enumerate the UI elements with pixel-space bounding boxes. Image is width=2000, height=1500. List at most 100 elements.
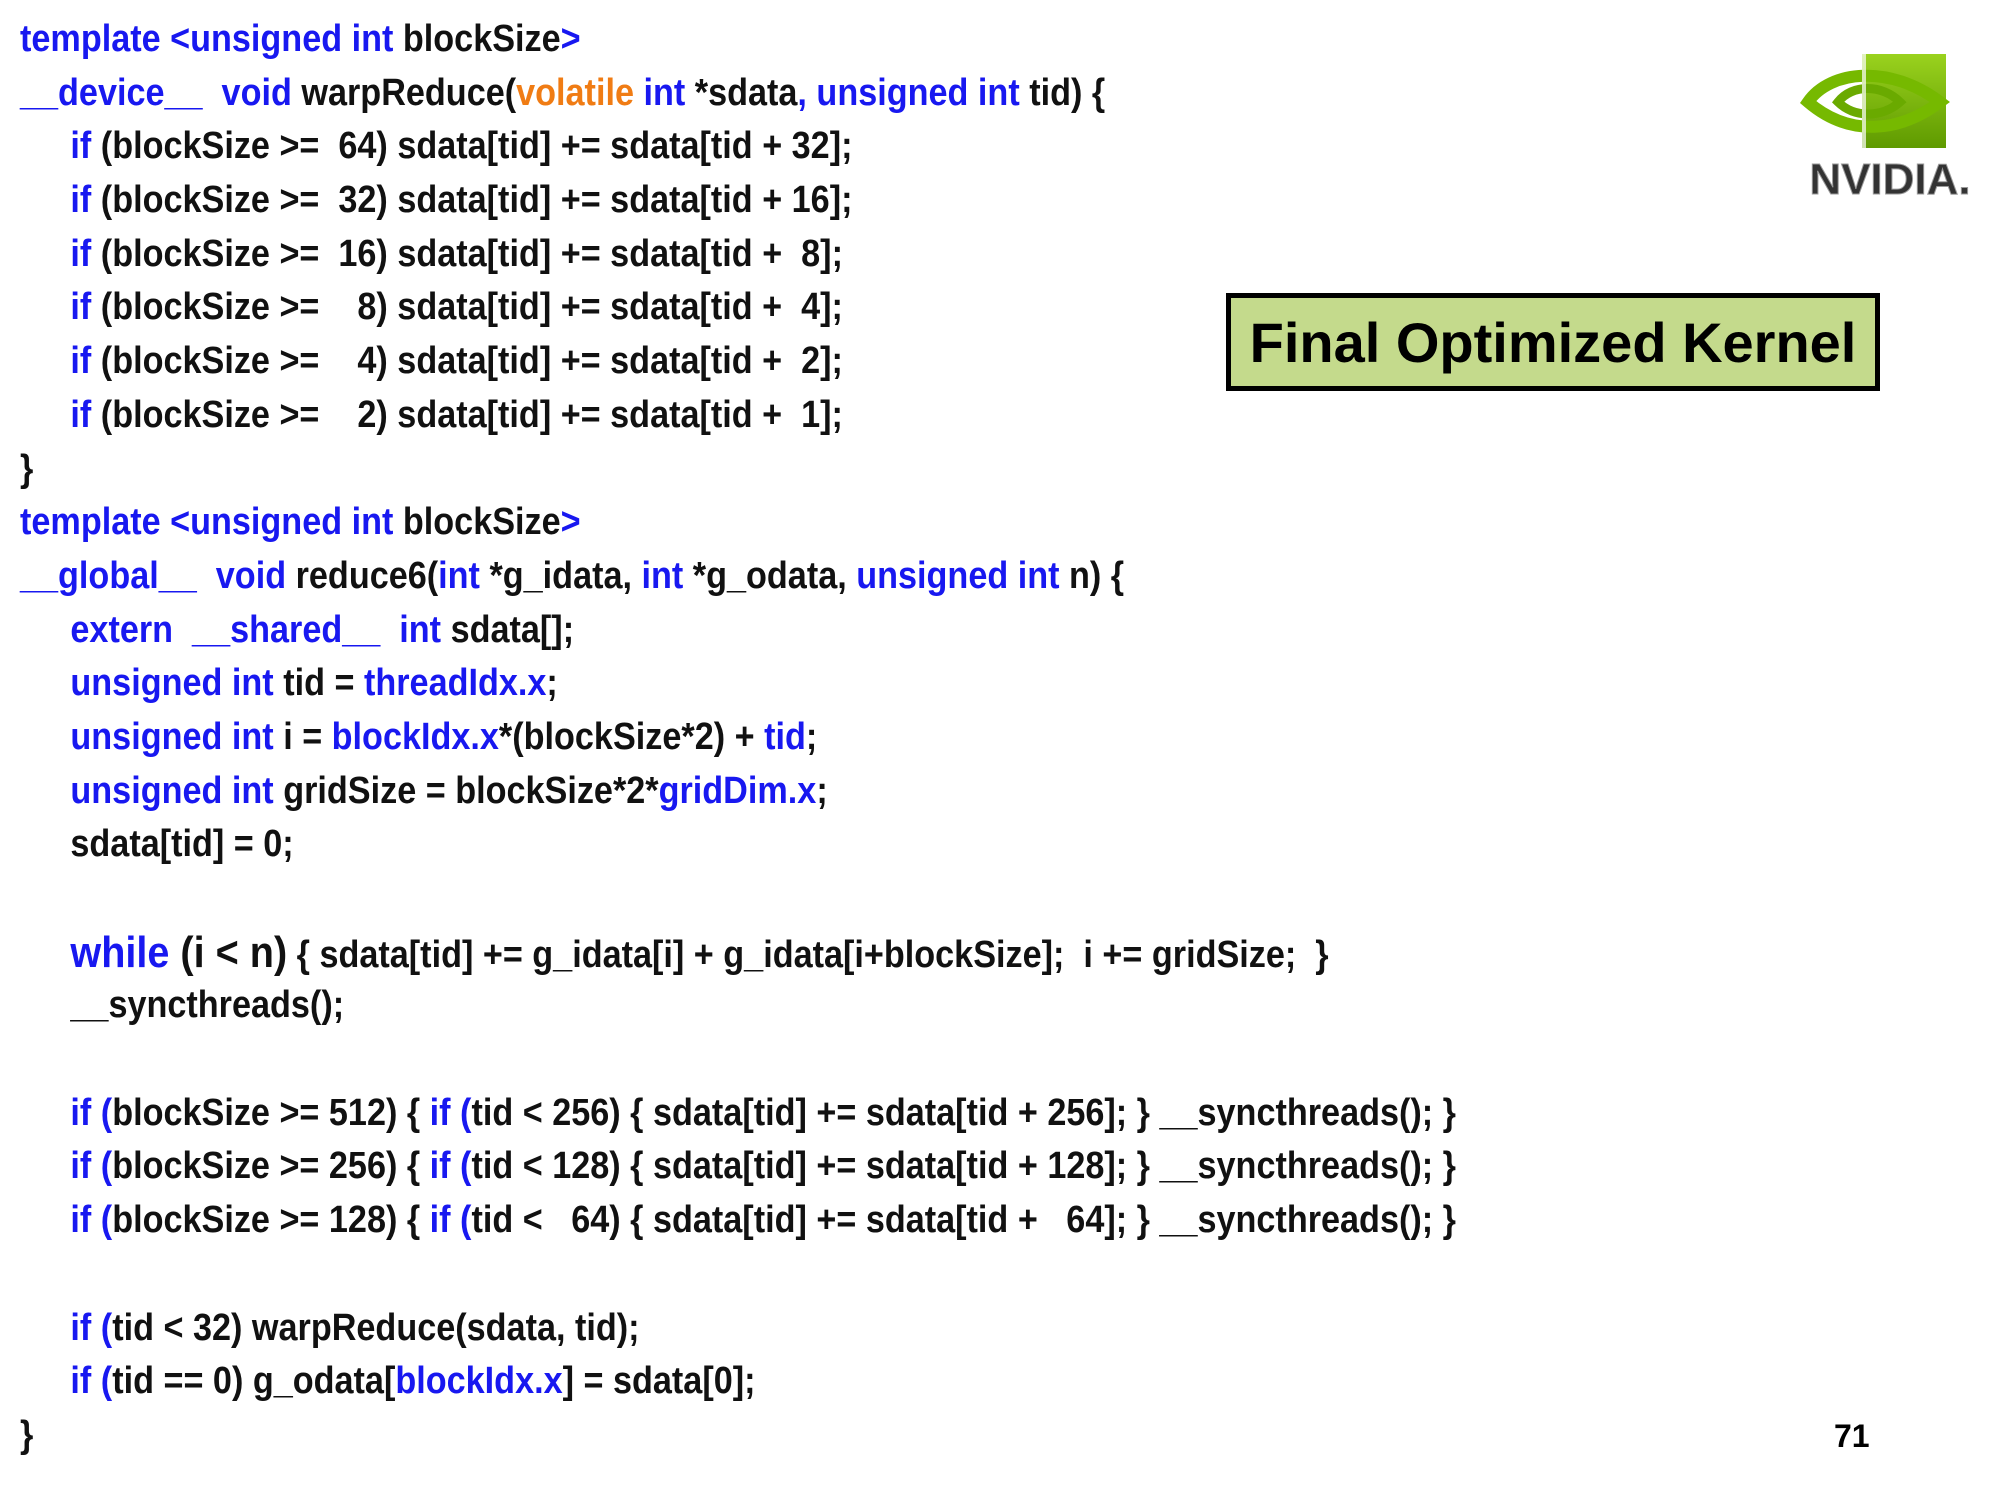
code-line: if (tid == 0) g_odata[blockIdx.x] = sdat… bbox=[20, 1355, 1456, 1409]
code-line: template <unsigned int blockSize> bbox=[20, 13, 1456, 67]
code-keyword: int bbox=[438, 554, 480, 597]
code-line: if (blockSize >= 8) sdata[tid] += sdata[… bbox=[20, 281, 1456, 335]
code-text: (blockSize >= 16) sdata[tid] += sdata[ti… bbox=[91, 232, 843, 275]
code-line: __device__ void warpReduce(volatile int … bbox=[20, 67, 1456, 121]
code-keyword: extern __shared__ int bbox=[70, 608, 442, 651]
code-line: template <unsigned int blockSize> bbox=[20, 496, 1456, 550]
code-keyword: unsigned int bbox=[70, 715, 274, 758]
code-text: blockSize bbox=[393, 18, 561, 60]
code-line: __syncthreads(); bbox=[20, 979, 1456, 1033]
code-line: if (blockSize >= 16) sdata[tid] += sdata… bbox=[20, 228, 1456, 282]
code-keyword: if bbox=[70, 179, 92, 222]
code-text: tid < 32) warpReduce(sdata, tid); bbox=[112, 1306, 640, 1349]
code-line: extern __shared__ int sdata[]; bbox=[20, 604, 1456, 658]
code-text: blockSize >= 256) { bbox=[112, 1145, 430, 1188]
code-line: } bbox=[20, 443, 1456, 497]
code-text: *g_idata, bbox=[479, 554, 642, 597]
code-line: if (blockSize >= 32) sdata[tid] += sdata… bbox=[20, 174, 1456, 228]
code-keyword: if ( bbox=[70, 1145, 113, 1188]
code-line: if (blockSize >= 128) { if (tid < 64) { … bbox=[20, 1194, 1456, 1248]
code-line: if (tid < 32) warpReduce(sdata, tid); bbox=[20, 1302, 1456, 1356]
code-text: ; bbox=[546, 662, 558, 705]
code-text: (blockSize >= 8) sdata[tid] += sdata[tid… bbox=[91, 286, 843, 329]
code-text: *g_odata, bbox=[683, 554, 857, 597]
code-keyword: template <unsigned int bbox=[20, 18, 394, 60]
code-line: __global__ void reduce6(int *g_idata, in… bbox=[20, 550, 1456, 604]
code-keyword: if ( bbox=[429, 1199, 472, 1242]
code-line: if (blockSize >= 256) { if (tid < 128) {… bbox=[20, 1140, 1456, 1194]
slide-title-box: Final Optimized Kernel bbox=[1226, 293, 1880, 391]
code-listing: template <unsigned int blockSize>__devic… bbox=[20, 13, 1456, 1463]
code-keyword: > bbox=[560, 501, 581, 544]
code-text: tid == 0) g_odata[ bbox=[112, 1360, 396, 1403]
code-keyword: threadIdx.x bbox=[363, 662, 547, 705]
code-keyword: if bbox=[70, 393, 92, 436]
code-keyword: blockIdx.x bbox=[331, 715, 499, 758]
code-text: blockSize >= 128) { bbox=[112, 1199, 430, 1242]
code-line: if (blockSize >= 2) sdata[tid] += sdata[… bbox=[20, 389, 1456, 443]
code-text: (blockSize >= 2) sdata[tid] += sdata[tid… bbox=[91, 393, 843, 436]
code-text: sdata[]; bbox=[441, 608, 575, 651]
code-text: __syncthreads(); bbox=[70, 984, 345, 1027]
code-keyword: __device__ void bbox=[20, 71, 292, 114]
code-text: (blockSize >= 4) sdata[tid] += sdata[tid… bbox=[91, 340, 843, 383]
code-line: unsigned int i = blockIdx.x*(blockSize*2… bbox=[20, 711, 1456, 765]
code-text: } bbox=[20, 447, 34, 490]
code-keyword: int bbox=[641, 554, 684, 597]
code-keyword: if bbox=[70, 125, 92, 168]
code-text: } bbox=[20, 1413, 34, 1456]
code-keyword: if ( bbox=[429, 1145, 472, 1188]
code-keyword: blockIdx.x bbox=[395, 1360, 563, 1403]
code-text: { sdata[tid] += g_idata[i] + g_idata[i+b… bbox=[287, 933, 1329, 976]
code-text: (blockSize >= 64) sdata[tid] += sdata[ti… bbox=[91, 125, 853, 168]
code-line: if (blockSize >= 512) { if (tid < 256) {… bbox=[20, 1087, 1456, 1141]
code-keyword: , unsigned int bbox=[797, 71, 1020, 114]
code-text: i = bbox=[273, 715, 332, 758]
code-line: while (i < n) { sdata[tid] += g_idata[i]… bbox=[20, 926, 1456, 980]
code-keyword: unsigned int bbox=[70, 769, 274, 812]
code-text: sdata[tid] = 0; bbox=[70, 823, 294, 866]
code-keyword: if ( bbox=[70, 1199, 113, 1242]
code-text: ; bbox=[816, 769, 828, 812]
code-keyword: int bbox=[633, 71, 686, 114]
nvidia-logo: NVIDIA. bbox=[1790, 52, 1990, 205]
code-text: warpReduce( bbox=[291, 71, 517, 114]
code-keyword: if bbox=[70, 286, 92, 329]
code-text: (i < n) bbox=[169, 927, 288, 977]
code-line: } bbox=[20, 1409, 1456, 1463]
code-keyword: if bbox=[70, 340, 92, 383]
code-keyword: if bbox=[70, 232, 92, 275]
code-text: tid = bbox=[273, 662, 364, 705]
code-line: if (blockSize >= 4) sdata[tid] += sdata[… bbox=[20, 335, 1456, 389]
code-text: tid < 128) { sdata[tid] += sdata[tid + 1… bbox=[471, 1145, 1456, 1188]
code-text: blockSize bbox=[393, 501, 561, 544]
code-line bbox=[20, 872, 1456, 926]
code-text: n) { bbox=[1059, 554, 1125, 597]
code-keyword: > bbox=[560, 18, 581, 60]
code-text: gridSize = blockSize*2* bbox=[273, 769, 659, 812]
code-line: unsigned int tid = threadIdx.x; bbox=[20, 657, 1456, 711]
code-keyword: __global__ void bbox=[20, 554, 287, 597]
code-text: reduce6( bbox=[286, 554, 439, 597]
code-text: ; bbox=[805, 715, 818, 758]
code-text: tid < 64) { sdata[tid] += sdata[tid + 64… bbox=[471, 1199, 1456, 1242]
code-keyword: tid bbox=[764, 715, 806, 758]
code-keyword: unsigned int bbox=[856, 554, 1060, 597]
code-keyword: if ( bbox=[70, 1360, 113, 1403]
code-text: *(blockSize*2) + bbox=[498, 715, 765, 758]
code-keyword: if ( bbox=[70, 1091, 113, 1134]
code-keyword: unsigned int bbox=[70, 662, 274, 705]
code-keyword: while bbox=[70, 927, 170, 977]
code-qualifier: volatile bbox=[516, 71, 634, 114]
code-keyword: if ( bbox=[70, 1306, 113, 1349]
code-keyword: gridDim.x bbox=[658, 769, 817, 812]
code-text: blockSize >= 512) { bbox=[112, 1091, 430, 1134]
code-keyword: template <unsigned int bbox=[20, 501, 394, 544]
code-line bbox=[20, 1248, 1456, 1302]
nvidia-eye-icon: NVIDIA. bbox=[1799, 54, 1971, 205]
slide-title: Final Optimized Kernel bbox=[1249, 310, 1857, 374]
code-text: (blockSize >= 32) sdata[tid] += sdata[ti… bbox=[91, 179, 853, 222]
code-line: if (blockSize >= 64) sdata[tid] += sdata… bbox=[20, 120, 1456, 174]
code-text: *sdata bbox=[685, 71, 798, 114]
code-text: tid < 256) { sdata[tid] += sdata[tid + 2… bbox=[471, 1091, 1456, 1134]
